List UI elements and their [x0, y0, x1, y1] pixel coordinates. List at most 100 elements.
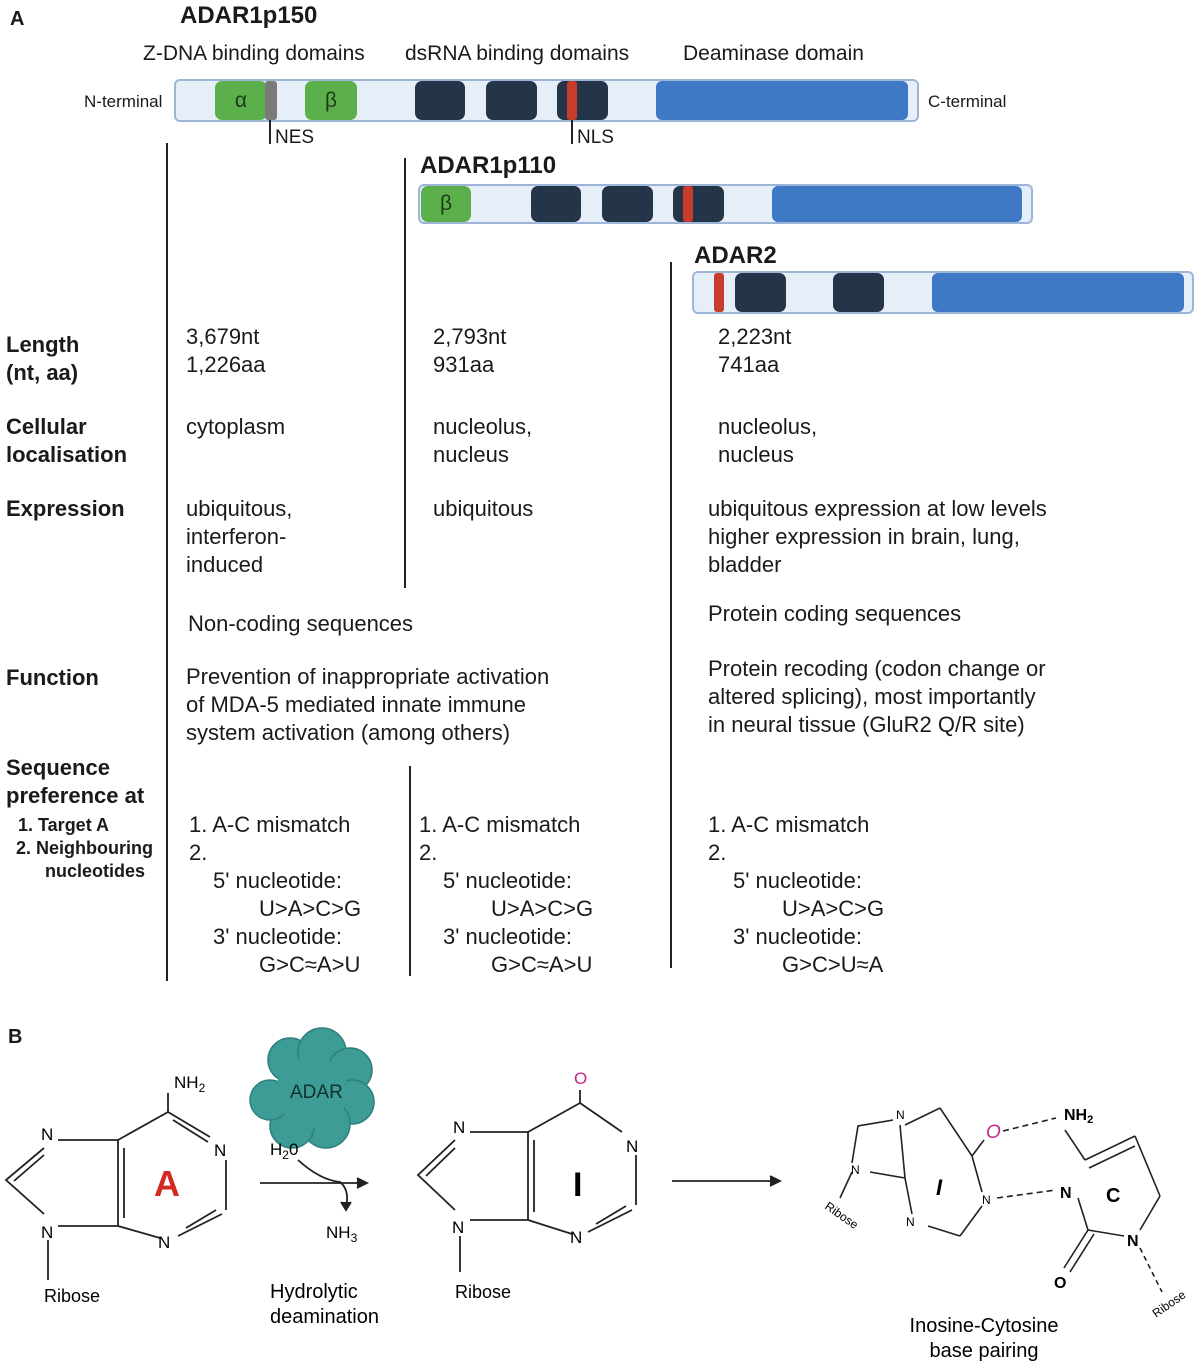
p110-nls-signal: [683, 186, 693, 222]
reaction-label-1: Hydrolytic: [270, 1281, 358, 1303]
column-divider-p110-lower: [409, 766, 411, 976]
function-row-label: Function: [6, 665, 99, 690]
inosine-molecule: [416, 1090, 637, 1272]
pair-n-d: N: [982, 1193, 991, 1207]
panel-a-label: A: [10, 8, 25, 30]
p110-dsrbd-3: [673, 186, 724, 222]
expression-row-label: Expression: [6, 496, 125, 521]
adar2-function: Protein recoding (codon change or altere…: [708, 656, 1046, 737]
water-label: H20: [270, 1140, 298, 1162]
pair-n-c: N: [906, 1215, 915, 1229]
adar1-function: Prevention of inappropriate activation o…: [186, 664, 550, 745]
adar2-expression: ubiquitous expression at low levels high…: [708, 496, 1047, 577]
adenosine-n3: N: [41, 1223, 53, 1242]
adenosine-n4: N: [158, 1233, 170, 1252]
pair-o2-cytosine: O: [1054, 1275, 1066, 1292]
p110-sequence-preference: 1. A-C mismatch 2. 5' nucleotide: U>A>C>…: [419, 812, 594, 977]
nls-pointer: [571, 120, 573, 144]
inosine-n3: N: [452, 1218, 464, 1237]
pair-cytosine-letter: C: [1106, 1185, 1120, 1207]
nes-signal: [265, 81, 277, 120]
p110-z-beta-domain: β: [421, 186, 471, 222]
pair-nh2: NH2: [1064, 1107, 1093, 1126]
column-divider-p150: [166, 143, 168, 981]
zdna-domain-heading: Z-DNA binding domains: [143, 42, 365, 65]
inosine-n2: N: [626, 1137, 638, 1156]
p150-localisation: cytoplasm: [186, 414, 286, 439]
nls-label: NLS: [577, 127, 614, 148]
inosine-n1: N: [453, 1118, 465, 1137]
p150-expression: ubiquitous, interferon- induced: [186, 496, 293, 577]
p150-sequence-preference: 1. A-C mismatch 2. 5' nucleotide: U>A>C>…: [189, 812, 362, 977]
p110-length: 2,793nt 931aa: [433, 324, 507, 377]
dsrbd-1: [415, 81, 465, 120]
reaction-scheme: NH2 N N N N A Ribose ADAR H20 NH3 Hydrol…: [4, 1027, 1189, 1362]
ammonia-label: NH3: [326, 1223, 358, 1245]
pair-oxygen: O: [986, 1122, 1001, 1143]
adar2-length: 2,223nt 741aa: [718, 324, 792, 377]
deaminase-domain-heading: Deaminase domain: [683, 42, 864, 65]
z-beta-domain: β: [305, 81, 357, 120]
pair-inosine-letter: I: [936, 1175, 943, 1200]
p110-deaminase-domain: [772, 186, 1022, 222]
inosine-ribose: Ribose: [455, 1282, 511, 1302]
pair-n1-cytosine: N: [1127, 1233, 1139, 1250]
p110-z-beta-label: β: [439, 192, 453, 215]
adar1p150-title: ADAR1p150: [180, 2, 318, 29]
p150-length: 3,679nt 1,226aa: [186, 324, 266, 377]
n-terminal-label: N-terminal: [84, 92, 163, 111]
pair-ribose-inosine: Ribose: [822, 1199, 861, 1232]
sequence-row-sublabel: 1. Target A 2. Neighbouring nucleotides: [16, 815, 153, 881]
adar1-substrate: Non-coding sequences: [188, 611, 414, 636]
adenosine-n2: N: [214, 1141, 226, 1160]
inosine-letter: I: [573, 1166, 582, 1204]
nls-signal: [567, 81, 577, 120]
adar2-dsrbd-2: [833, 273, 884, 312]
dsrbd-3: [557, 81, 608, 120]
deaminase-domain: [656, 81, 908, 120]
pairing-caption-1: Inosine-Cytosine: [910, 1315, 1059, 1337]
inosine-n4: N: [570, 1228, 582, 1247]
column-divider-p110-upper: [404, 158, 406, 588]
pair-n-cytosine: N: [1060, 1185, 1072, 1202]
z-alpha-label: α: [234, 88, 248, 112]
pairing-arrow: [672, 1175, 783, 1187]
sequence-row-label: Sequence preference at: [6, 755, 145, 808]
c-terminal-label: C-terminal: [928, 92, 1007, 111]
adar2-nls-signal: [714, 273, 724, 312]
adenosine-n1: N: [41, 1125, 53, 1144]
pair-n-a: N: [896, 1108, 905, 1122]
adar-enzyme-icon: [249, 1027, 375, 1149]
adar2-title: ADAR2: [694, 242, 777, 269]
inosine-cytosine-pair: [839, 1107, 1163, 1293]
adar2-localisation: nucleolus, nucleus: [718, 414, 818, 467]
adar2-sequence-preference: 1. A-C mismatch 2. 5' nucleotide: U>A>C>…: [708, 812, 885, 977]
adenosine-molecule: [4, 1093, 227, 1280]
dsrbd-2: [486, 81, 537, 120]
p110-localisation: nucleolus, nucleus: [433, 414, 533, 467]
inosine-oxygen: O: [574, 1069, 587, 1088]
pairing-caption-2: base pairing: [930, 1340, 1039, 1362]
adar2-deaminase-domain: [932, 273, 1184, 312]
p110-expression: ubiquitous: [433, 496, 534, 521]
reaction-label-2: deamination: [270, 1306, 379, 1328]
localisation-row-label: Cellular localisation: [6, 414, 128, 467]
p110-dsrbd-2: [602, 186, 653, 222]
panel-b-label: B: [8, 1026, 23, 1048]
adenosine-nh2: NH2: [174, 1073, 206, 1095]
adar2-dsrbd-1: [735, 273, 786, 312]
reaction-arrow: [260, 1159, 370, 1212]
nes-label: NES: [275, 127, 315, 148]
adenosine-ribose: Ribose: [44, 1286, 100, 1306]
p110-dsrbd-1: [531, 186, 581, 222]
nes-pointer: [269, 120, 271, 144]
dsrna-domain-heading: dsRNA binding domains: [405, 42, 630, 65]
length-row-label: Length (nt, aa): [6, 332, 80, 385]
adenine-letter: A: [154, 1163, 180, 1204]
z-beta-label: β: [324, 88, 338, 112]
adar-enzyme-label: ADAR: [290, 1082, 343, 1103]
adar2-substrate: Protein coding sequences: [708, 601, 962, 626]
z-alpha-domain: α: [215, 81, 267, 120]
column-divider-adar2: [670, 262, 672, 968]
pair-ribose-cytosine: Ribose: [1150, 1287, 1189, 1320]
